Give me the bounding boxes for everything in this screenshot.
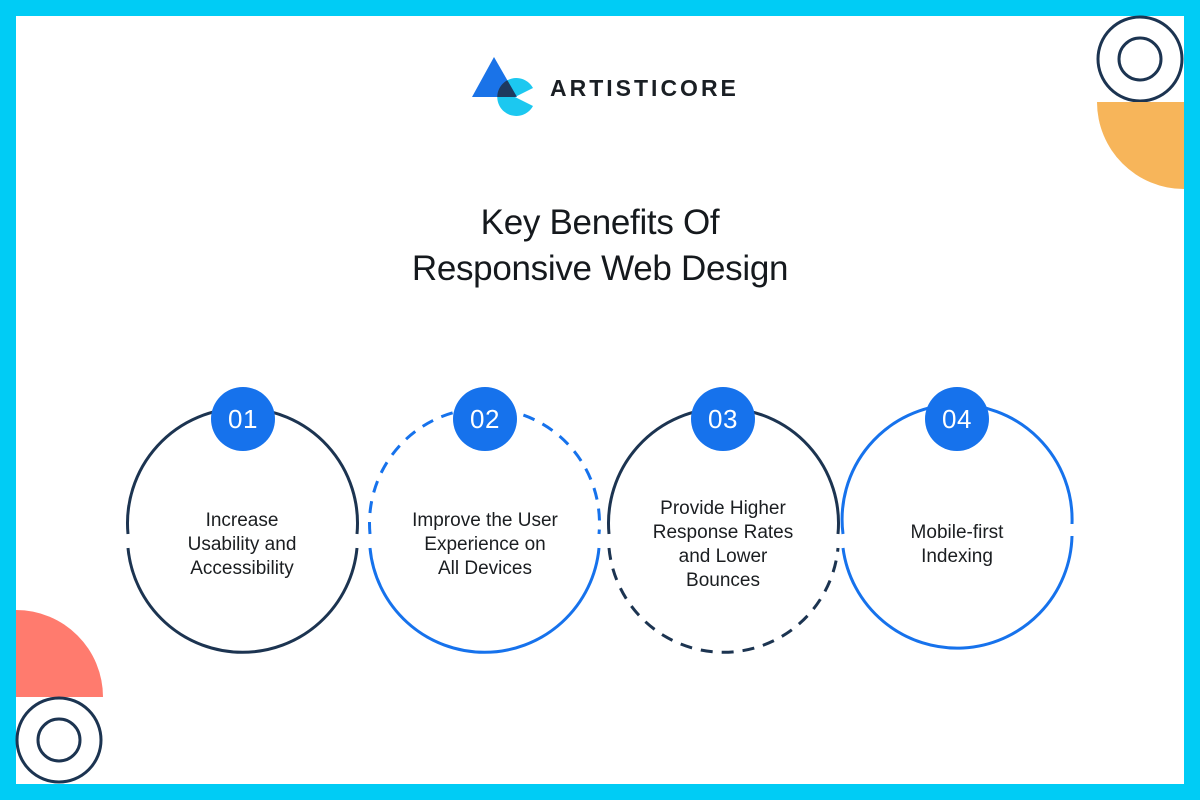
benefit-01-line-1: Increase bbox=[205, 510, 279, 531]
brand-name: ARTISTICORE bbox=[550, 74, 739, 101]
benefit-01-line-3: Accessibility bbox=[190, 558, 294, 579]
benefit-text-02: Improve the User Experience on All Devic… bbox=[385, 509, 585, 581]
benefit-02-line-2: Experience on bbox=[424, 534, 546, 555]
benefit-text-03: Provide Higher Response Rates and Lower … bbox=[623, 497, 823, 593]
infographic-canvas bbox=[16, 16, 1184, 784]
step-badge-04: 04 bbox=[925, 387, 989, 451]
benefit-text-04: Mobile-first Indexing bbox=[857, 521, 1057, 569]
step-badge-01: 01 bbox=[211, 387, 275, 451]
benefit-02-line-3: All Devices bbox=[438, 558, 532, 579]
title-line-1: Key Benefits Of bbox=[480, 203, 720, 242]
benefit-04-line-1: Mobile-first bbox=[910, 522, 1004, 543]
step-badge-02: 02 bbox=[453, 387, 517, 451]
title-line-2: Responsive Web Design bbox=[411, 249, 789, 288]
triangle-pacman-logo-icon bbox=[472, 57, 533, 116]
page-title: Key Benefits Of Responsive Web Design bbox=[0, 200, 1200, 292]
benefit-03-line-1: Provide Higher bbox=[660, 498, 786, 519]
brand-logo: ARTISTICORE bbox=[470, 54, 739, 120]
benefit-03-line-2: Response Rates bbox=[652, 522, 794, 543]
benefit-03-line-4: Bounces bbox=[686, 570, 760, 591]
benefit-text-01: Increase Usability and Accessibility bbox=[142, 509, 342, 581]
benefit-01-line-2: Usability and bbox=[187, 534, 297, 555]
benefit-04-line-2: Indexing bbox=[921, 546, 993, 567]
benefit-02-line-1: Improve the User bbox=[412, 510, 558, 531]
step-badge-03: 03 bbox=[691, 387, 755, 451]
benefit-03-line-3: and Lower bbox=[678, 546, 768, 567]
